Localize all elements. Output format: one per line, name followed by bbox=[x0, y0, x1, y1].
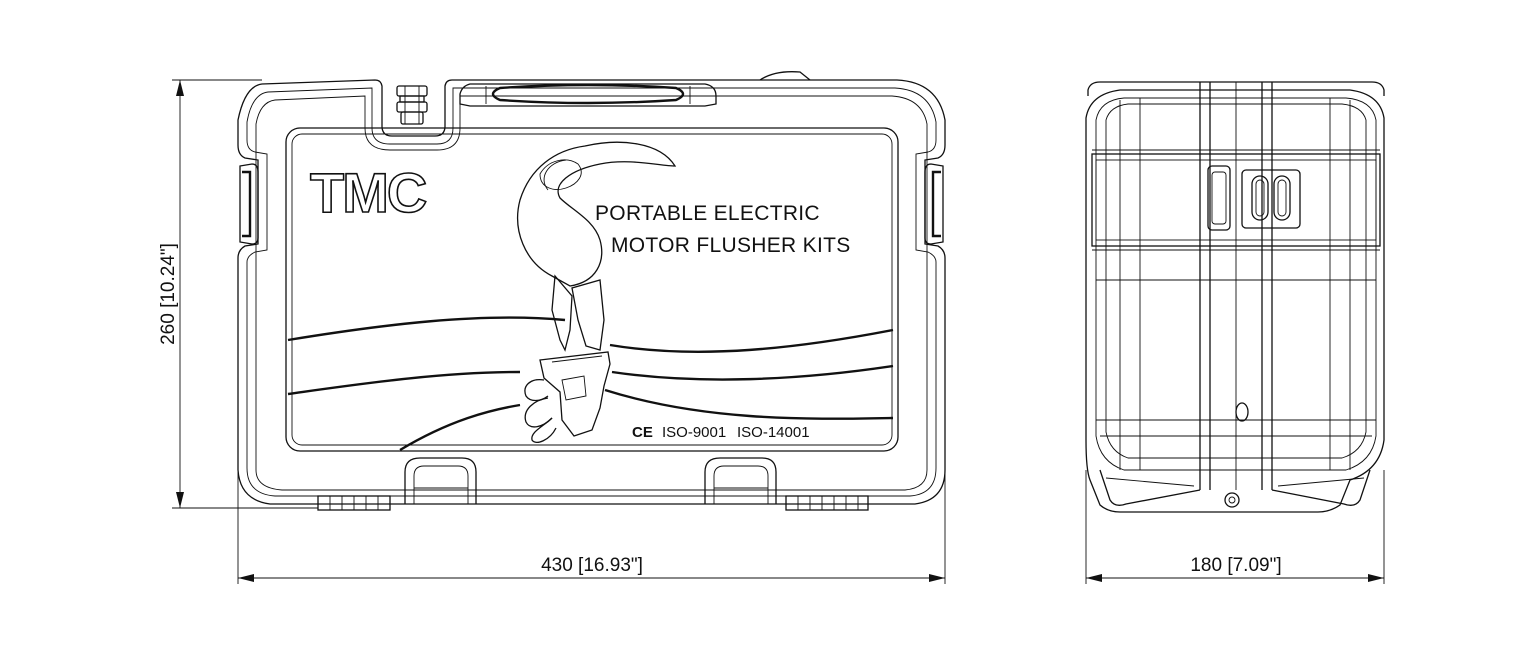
dimension-depth-label: 180 [7.09"] bbox=[1190, 555, 1281, 576]
dimension-width-label: 430 [16.93"] bbox=[541, 555, 643, 576]
dimension-depth: 180 [7.09"] bbox=[1085, 470, 1385, 584]
certification-iso-14001: ISO-14001 bbox=[737, 424, 810, 441]
outboard-motor-illustration bbox=[517, 141, 677, 443]
side-latch-front bbox=[1207, 165, 1301, 231]
side-latch-right bbox=[924, 163, 944, 245]
certification-iso-9001: ISO-9001 bbox=[662, 424, 726, 441]
bottom-clip-right bbox=[704, 457, 777, 504]
hose-connector bbox=[396, 85, 428, 125]
feet bbox=[317, 495, 869, 511]
front-view: TMC PORTABLE ELECTRIC MOTOR FLUSHER bbox=[237, 71, 946, 511]
product-name-line-2: MOTOR FLUSHER KITS bbox=[611, 234, 851, 257]
bottom-clip-left bbox=[404, 457, 477, 504]
dimension-height: 260 [10.24"] bbox=[158, 79, 318, 509]
dimension-height-label: 260 [10.24"] bbox=[158, 243, 179, 345]
side-view bbox=[1085, 81, 1385, 513]
brand-logo: TMC bbox=[310, 161, 426, 224]
ce-mark: CE bbox=[632, 424, 653, 441]
carry-handle bbox=[459, 71, 811, 107]
side-latch-left bbox=[239, 163, 259, 245]
dimension-width: 430 [16.93"] bbox=[237, 470, 946, 584]
product-name-line-1: PORTABLE ELECTRIC bbox=[595, 202, 820, 225]
wave-lines bbox=[287, 316, 894, 452]
